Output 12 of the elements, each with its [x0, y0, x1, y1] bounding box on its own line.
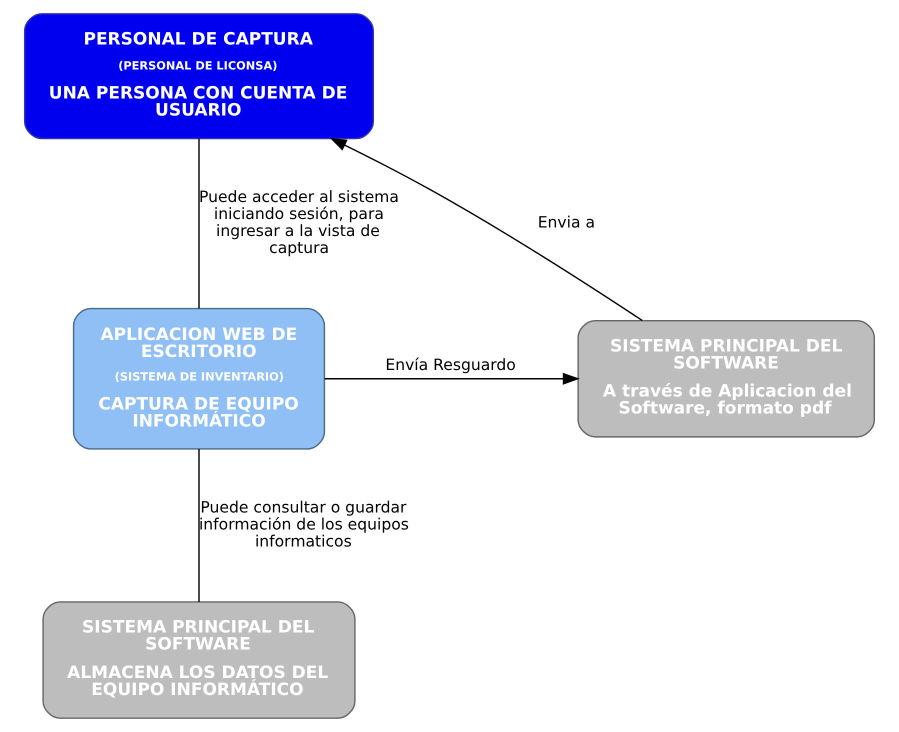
node-box: SISTEMA PRINCIPAL DEL SOFTWARE A través de Aplicacion del Software, formato pdf: [577, 320, 876, 438]
edge-label: Puede acceder al sistema iniciando sesión, para ingresar a la vista de captura: [198, 188, 399, 258]
edge-label: Envia a: [538, 214, 596, 232]
connector: [198, 449, 200, 602]
node-box: SISTEMA PRINCIPAL DEL SOFTWARE ALMACENA LOS DATOS DEL EQUIPO INFORMÁTICO: [42, 601, 356, 719]
edge-label: Puede consultar o guardar información de los equipos informaticos: [198, 498, 409, 550]
node-box: PERSONAL DE CAPTURA (PERSONAL DE LICONSA) UNA PERSONA CON CUENTA DE USUARIO: [24, 13, 374, 140]
arrow: [330, 138, 643, 322]
edge-label: Envía Resguardo: [385, 356, 516, 374]
connector: [198, 138, 200, 309]
node-box: APLICACION WEB DE ESCRITORIO (SISTEMA DE INVENTARIO) CAPTURA DE EQUIPO INFORMÁTICO: [72, 308, 326, 450]
arrow: [324, 372, 580, 385]
